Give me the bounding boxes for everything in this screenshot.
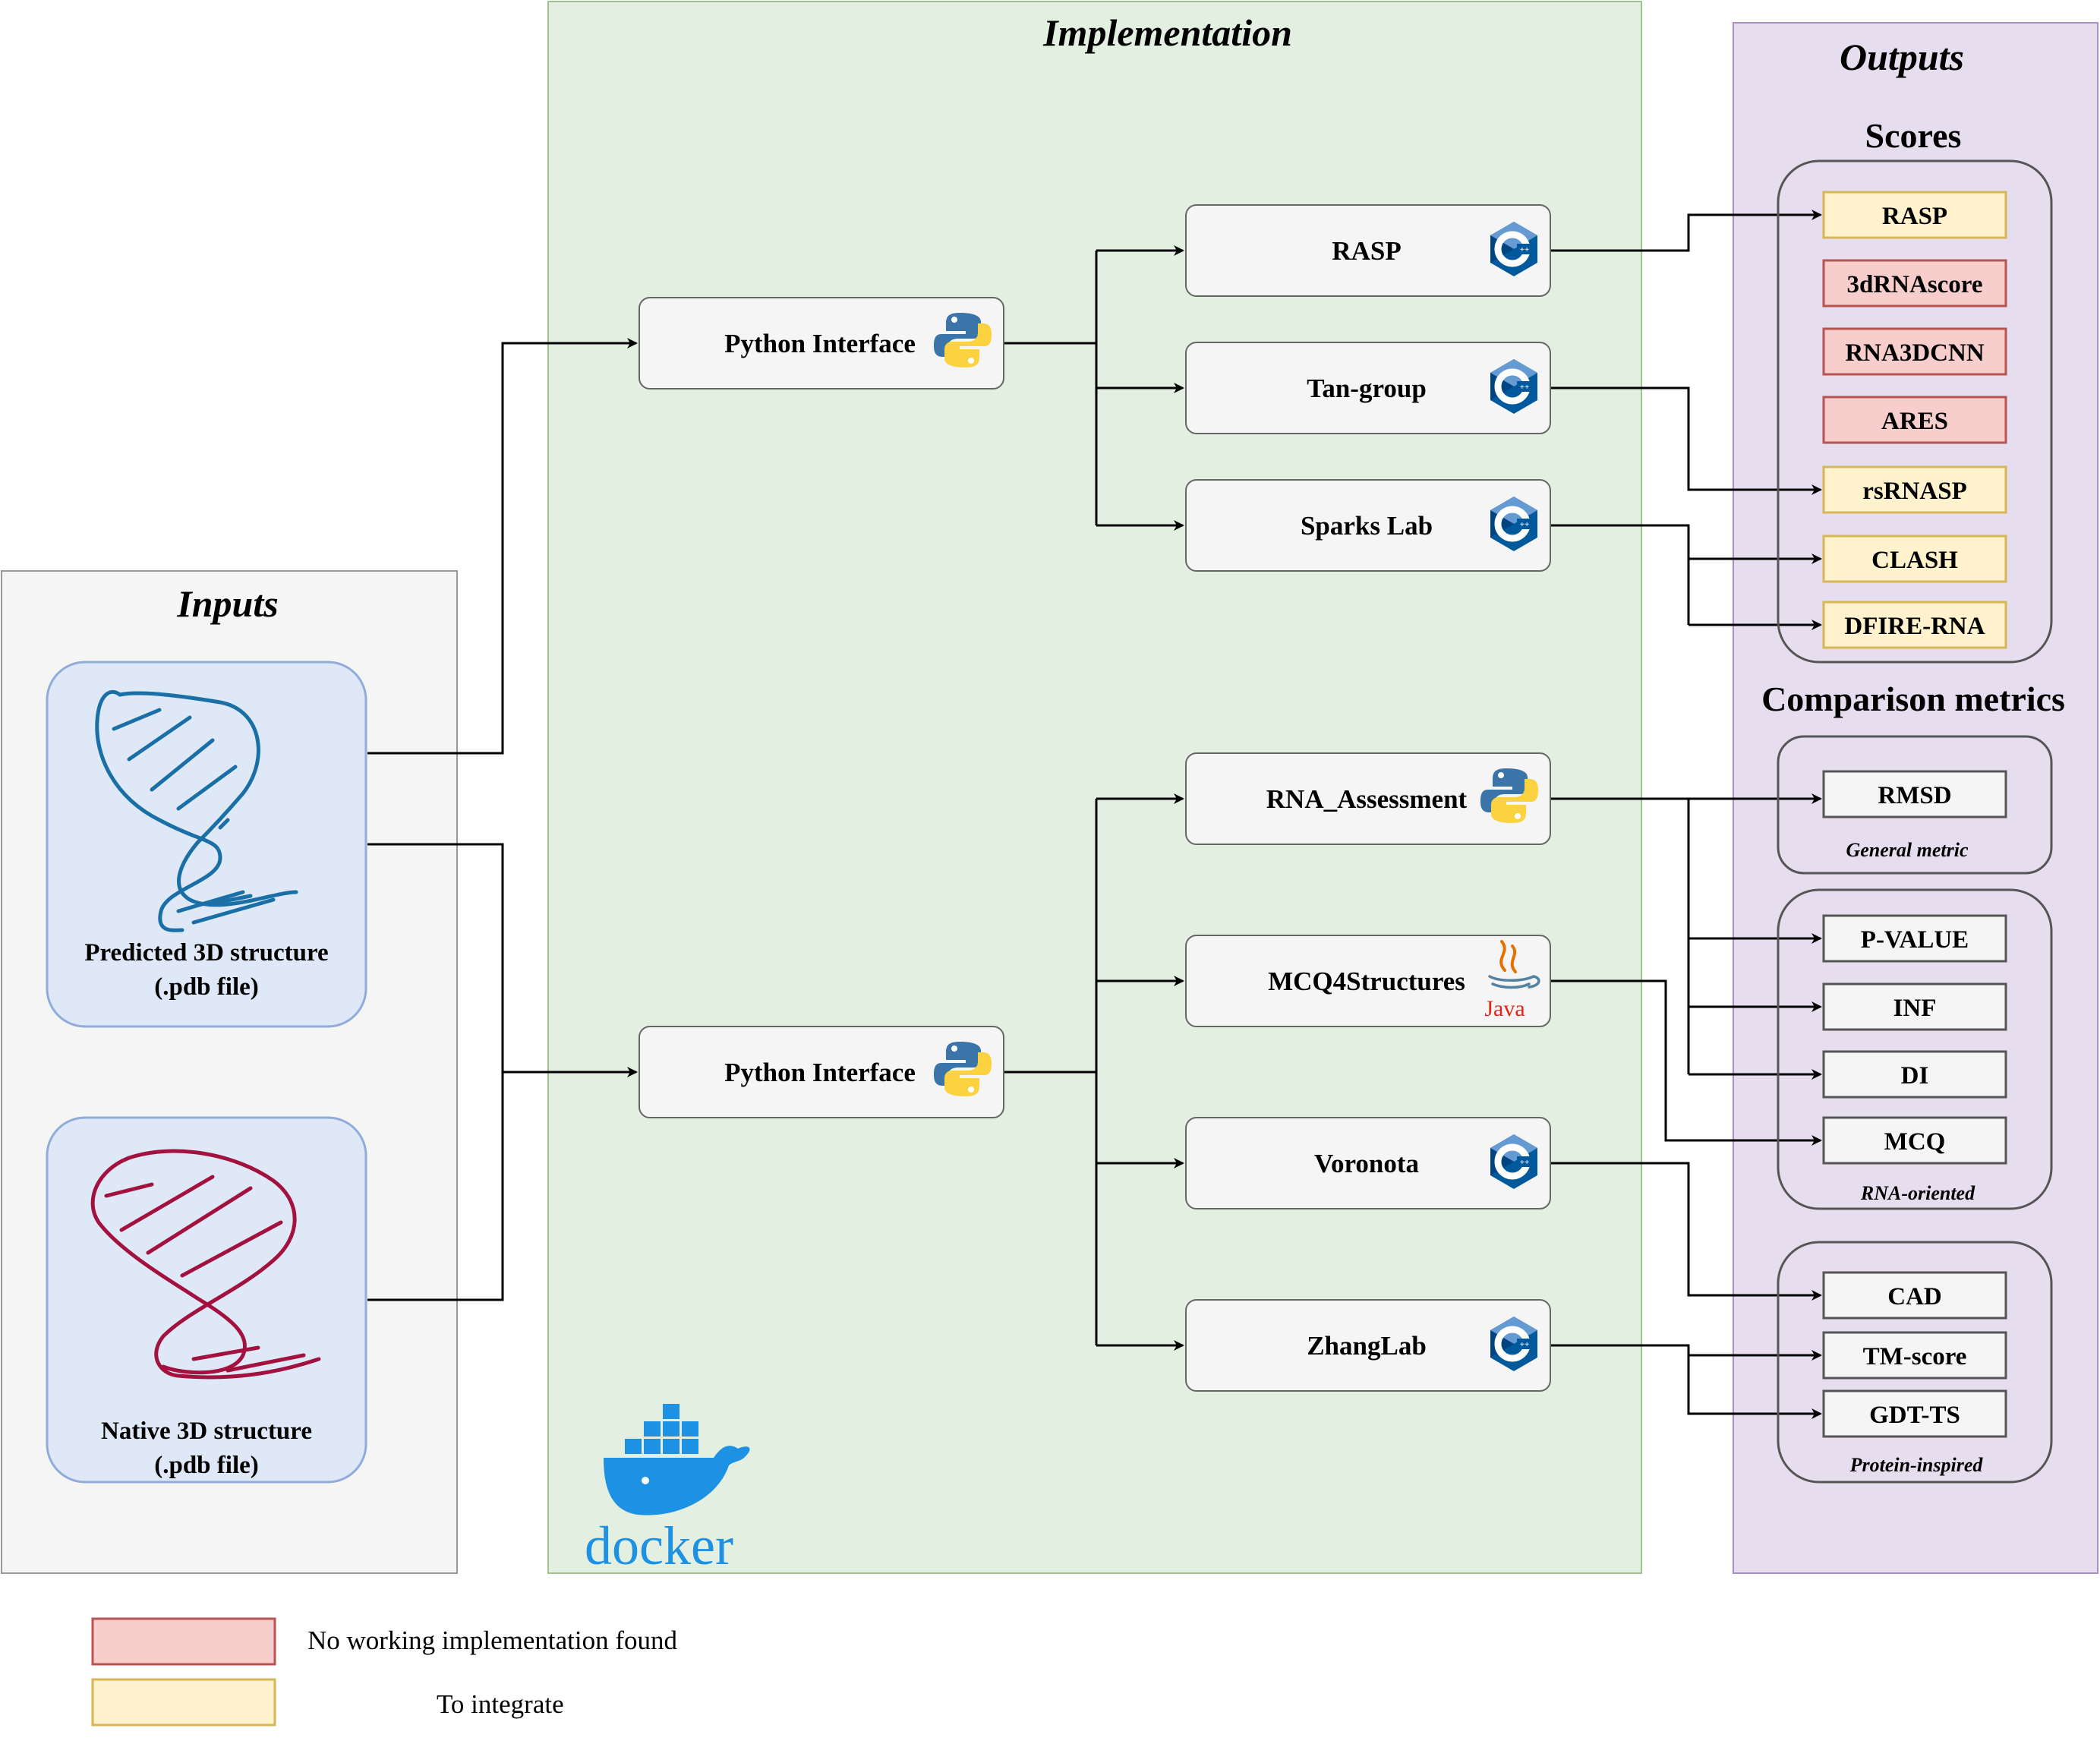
metric-di	[1822, 1050, 2007, 1099]
metric-cad	[1822, 1271, 2007, 1320]
predicted-rna-helix-icon	[95, 689, 298, 932]
connector-predicted-to-interface-top	[367, 338, 638, 755]
score-rasp-label: RASP	[1882, 203, 1947, 230]
metric-tm-score-label: TM-score	[1863, 1343, 1967, 1370]
general-metric-caption: General metric	[1846, 839, 1968, 861]
docker-logo-icon: docker	[585, 1404, 750, 1576]
tool-mcq4structures-label: MCQ4Structures	[1268, 967, 1465, 996]
tool-voronota: Voronota	[1185, 1117, 1551, 1209]
score-rsrnasp: rsRNASP	[1822, 465, 2007, 514]
connector-rasp-score	[1550, 210, 1822, 252]
connector-bottom-bus	[1004, 799, 1098, 1345]
predicted-structure-card: Predicted 3D structure (.pdb file)	[46, 661, 367, 1028]
general-metric-group: RMSD General metric	[1777, 735, 2053, 875]
legend-swatch-to-integrate	[91, 1678, 276, 1727]
connectors	[367, 210, 1822, 1419]
score-clash: CLASH	[1822, 535, 2007, 583]
legend-swatch-not-found	[91, 1617, 276, 1666]
predicted-structure-label: Predicted 3D structure	[84, 939, 328, 967]
tool-rna-assessment-label: RNA_Assessment	[1266, 784, 1468, 814]
tool-rna-assessment: RNA_Assessment	[1185, 752, 1551, 845]
java-icon: Java	[1484, 940, 1540, 1021]
metric-tm-score	[1822, 1331, 2007, 1380]
metric-p-value-label: P-VALUE	[1861, 926, 1969, 954]
rna-oriented-caption: RNA-oriented	[1860, 1182, 1975, 1204]
metric-mcq-label: MCQ	[1884, 1128, 1946, 1156]
protein-inspired-caption: Protein-inspired	[1849, 1454, 1984, 1476]
tool-mcq4structures: MCQ4Structures Java	[1185, 935, 1551, 1027]
inputs-title: Inputs	[176, 582, 278, 625]
protein-inspired-group: CAD TM-score GDT-TS Protein-inspired	[1777, 1241, 2053, 1484]
tool-sparks-lab: Sparks Lab	[1185, 479, 1551, 572]
tool-zhanglab: ZhangLab	[1185, 1299, 1551, 1392]
score-clash-label: CLASH	[1871, 547, 1958, 574]
tool-voronota-label: Voronota	[1314, 1149, 1419, 1178]
native-structure-ext: (.pdb file)	[154, 1452, 259, 1479]
metric-di-label: DI	[1901, 1062, 1929, 1090]
tool-sparks-lab-label: Sparks Lab	[1301, 511, 1433, 541]
connector-sparks-bus	[1550, 524, 1690, 625]
predicted-structure-ext: (.pdb file)	[154, 973, 259, 1001]
metric-gdt-ts-label: GDT-TS	[1869, 1402, 1960, 1429]
score-3drnascore: 3dRNAscore	[1822, 259, 2007, 307]
comparison-metrics-title: Comparison metrics	[1761, 680, 2065, 718]
java-icon-label: Java	[1484, 996, 1525, 1021]
tool-zhanglab-label: ZhangLab	[1307, 1331, 1427, 1361]
score-rsrnasp-label: rsRNASP	[1862, 478, 1967, 505]
python-interface-bottom: Python Interface	[639, 1026, 1004, 1118]
scores-group	[1777, 159, 2053, 664]
score-dfire-rna: DFIRE-RNA	[1822, 601, 2007, 649]
metric-rmsd	[1822, 770, 2007, 818]
score-ares: ARES	[1822, 396, 2007, 444]
native-rna-helix-icon	[90, 1149, 321, 1380]
outputs-title: Outputs	[1840, 36, 1964, 78]
score-rasp: RASP	[1822, 191, 2007, 239]
implementation-title: Implementation	[1042, 11, 1292, 54]
connector-mcq	[1550, 979, 1822, 1146]
native-structure-card: Native 3D structure (.pdb file)	[46, 1116, 367, 1484]
legend-not-found-label: No working implementation found	[307, 1626, 678, 1655]
score-3drnascore-label: 3dRNAscore	[1846, 271, 1982, 298]
legend-to-integrate-label: To integrate	[437, 1689, 564, 1719]
score-dfire-rna-label: DFIRE-RNA	[1844, 613, 1985, 640]
native-structure-label: Native 3D structure	[101, 1418, 312, 1445]
tool-tan-group: Tan-group	[1185, 342, 1551, 434]
python-interface-bottom-label: Python Interface	[724, 1058, 916, 1087]
metric-rmsd-label: RMSD	[1878, 782, 1951, 809]
score-rna3dcnn-label: RNA3DCNN	[1845, 339, 1984, 367]
metric-cad-label: CAD	[1887, 1283, 1942, 1310]
tool-rasp-label: RASP	[1332, 236, 1401, 266]
metric-gdt-ts	[1822, 1389, 2007, 1438]
connector-cad	[1550, 1162, 1822, 1301]
python-interface-top: Python Interface	[639, 297, 1004, 389]
metric-inf-label: INF	[1893, 995, 1937, 1022]
tool-tan-group-label: Tan-group	[1307, 374, 1427, 403]
connector-rsrnasp-score	[1550, 386, 1822, 495]
legend: No working implementation found To integ…	[91, 1617, 678, 1727]
rna-oriented-group: P-VALUE INF DI MCQ RNA-oriented	[1777, 888, 2053, 1210]
tool-rasp: RASP	[1185, 204, 1551, 297]
python-interface-top-label: Python Interface	[724, 329, 916, 358]
score-ares-label: ARES	[1881, 408, 1948, 435]
metric-p-value	[1822, 914, 2007, 963]
metric-inf	[1822, 982, 2007, 1031]
docker-label: docker	[585, 1515, 733, 1576]
metric-mcq	[1822, 1116, 2007, 1165]
score-rna3dcnn: RNA3DCNN	[1822, 327, 2007, 376]
scores-title: Scores	[1865, 116, 1962, 155]
